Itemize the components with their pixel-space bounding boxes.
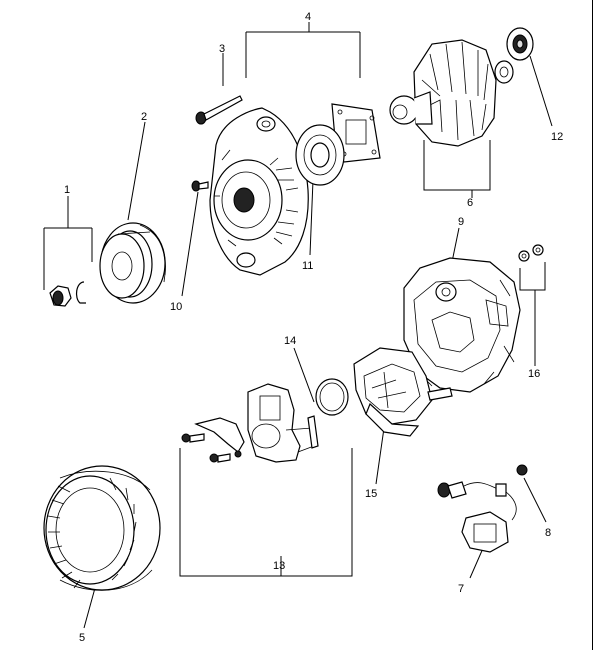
callout-8: 8 — [545, 527, 551, 539]
callout-7: 7 — [458, 583, 464, 595]
callout-1: 1 — [64, 184, 70, 196]
callout-3: 3 — [219, 43, 225, 55]
part-11-front-bearing — [295, 124, 345, 256]
callout-4: 4 — [305, 11, 311, 23]
callout-12: 12 — [551, 131, 563, 143]
callout-14: 14 — [284, 335, 296, 347]
part-14-seal-ring — [293, 347, 349, 416]
callout-2: 2 — [141, 111, 147, 123]
part-8-nut — [516, 464, 547, 523]
part-1-nut-clip — [43, 196, 93, 307]
callout-13: 13 — [273, 560, 285, 572]
part-2-pulley — [99, 121, 166, 304]
part-3-through-bolt — [195, 53, 243, 125]
part-12-rear-bearing — [506, 27, 553, 127]
callout-9: 9 — [458, 216, 464, 228]
part-9-rear-housing — [403, 227, 521, 393]
callout-6: 6 — [467, 197, 473, 209]
callout-15: 15 — [365, 488, 377, 500]
part-4-front-housing — [209, 22, 381, 276]
callout-16: 16 — [528, 368, 540, 380]
callout-5: 5 — [79, 632, 85, 644]
part-7-connector — [437, 481, 517, 579]
part-13-brush-holder — [179, 383, 353, 577]
callout-10: 10 — [170, 301, 182, 313]
part-5-stator — [43, 465, 161, 629]
part-6-rotor — [389, 39, 514, 198]
part-10-screw — [181, 180, 209, 297]
part-15-rectifier — [353, 347, 453, 485]
callout-11: 11 — [302, 260, 313, 272]
part-16-nuts — [518, 244, 546, 366]
right-border-line — [592, 0, 593, 650]
